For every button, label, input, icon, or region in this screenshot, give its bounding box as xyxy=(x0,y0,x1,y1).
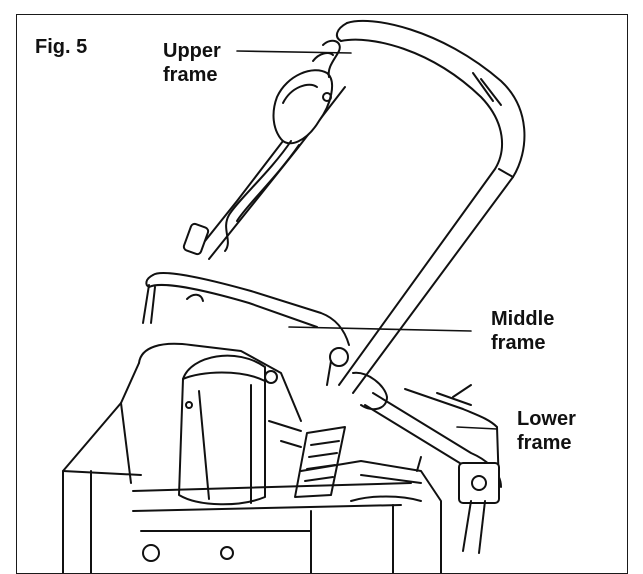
machine-body xyxy=(62,342,442,573)
switch-box xyxy=(224,39,341,252)
upper-frame-label: Upper frame xyxy=(163,39,221,87)
snow-thrower-drawing xyxy=(62,19,526,573)
middle-frame xyxy=(142,222,388,411)
upper-frame xyxy=(196,19,526,394)
middle-frame-label: Middle frame xyxy=(491,307,554,355)
leader-lines xyxy=(236,50,498,430)
middle-frame-label-line1: Middle xyxy=(491,308,555,330)
lower-frame-label: Lower frame xyxy=(517,407,576,455)
middle-frame-leader xyxy=(288,326,472,332)
upper-frame-leader xyxy=(236,50,352,54)
lower-frame-label-line1: Lower xyxy=(517,408,576,430)
figure-panel: Fig. 5 Upper frame Middle frame Lower fr… xyxy=(16,14,628,574)
figure-title: Fig. 5 xyxy=(35,36,88,58)
lower-frame-label-line2: frame xyxy=(517,432,572,454)
lower-frame-leader xyxy=(456,426,498,430)
lower-frame xyxy=(364,384,502,554)
upper-frame-label-line1: Upper xyxy=(163,40,221,62)
discharge-chute xyxy=(178,354,278,506)
upper-frame-label-line2: frame xyxy=(163,64,218,86)
middle-frame-label-line2: frame xyxy=(491,332,546,354)
